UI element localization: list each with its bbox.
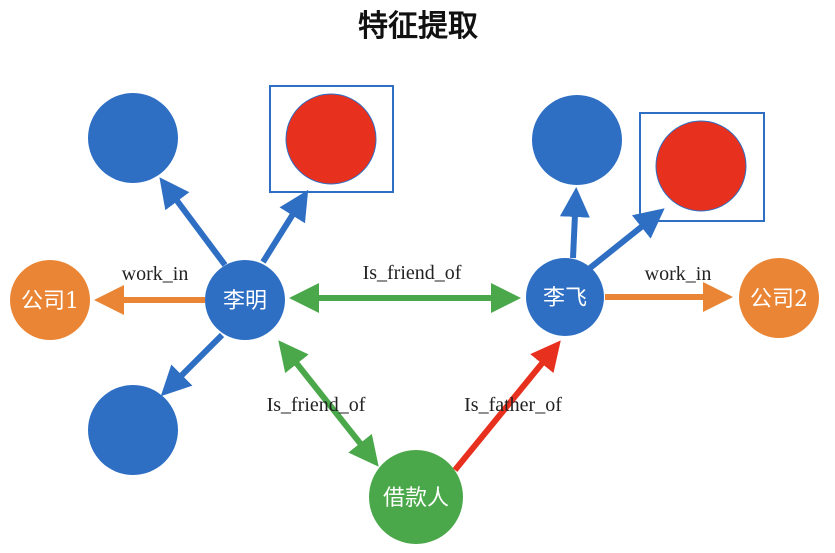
edge-label-father: Is_father_of xyxy=(464,394,562,416)
node-label: 借款人 xyxy=(383,486,449,511)
node-label: 公司2 xyxy=(750,287,808,312)
node-company2: 公司2 xyxy=(739,258,819,338)
node-blue-top-right xyxy=(532,95,622,185)
node-li-ming: 李明 xyxy=(205,260,285,340)
feature-box-right xyxy=(639,112,765,222)
diagram-title: 特征提取 xyxy=(358,9,478,44)
edge-liming-borrower xyxy=(278,340,379,467)
node-label: 公司1 xyxy=(21,289,79,314)
node-label: 李明 xyxy=(223,289,267,314)
edge-lifei-blue-top xyxy=(559,187,590,259)
edge-liming-blue-bottom xyxy=(160,332,225,397)
feature-box-left xyxy=(269,85,394,193)
edge-label-friend-bottom: Is_friend_of xyxy=(267,394,366,416)
node-red-right xyxy=(655,120,747,212)
edge-label-work-in-left: work_in xyxy=(122,263,189,285)
node-blue-top-left xyxy=(88,93,178,183)
edge-liming-red xyxy=(260,189,309,264)
edge-label-friend-top: Is_friend_of xyxy=(363,262,462,284)
node-borrower: 借款人 xyxy=(369,450,463,544)
edge-label-work-in-right: work_in xyxy=(645,263,712,285)
edge-borrower-lifei xyxy=(452,340,561,472)
node-red-left xyxy=(285,93,377,185)
node-label: 李飞 xyxy=(543,286,587,311)
node-company1: 公司1 xyxy=(10,260,90,340)
edge-liming-blue-top xyxy=(159,177,228,267)
node-li-fei: 李飞 xyxy=(526,258,604,336)
node-blue-bottom-left xyxy=(88,385,178,475)
